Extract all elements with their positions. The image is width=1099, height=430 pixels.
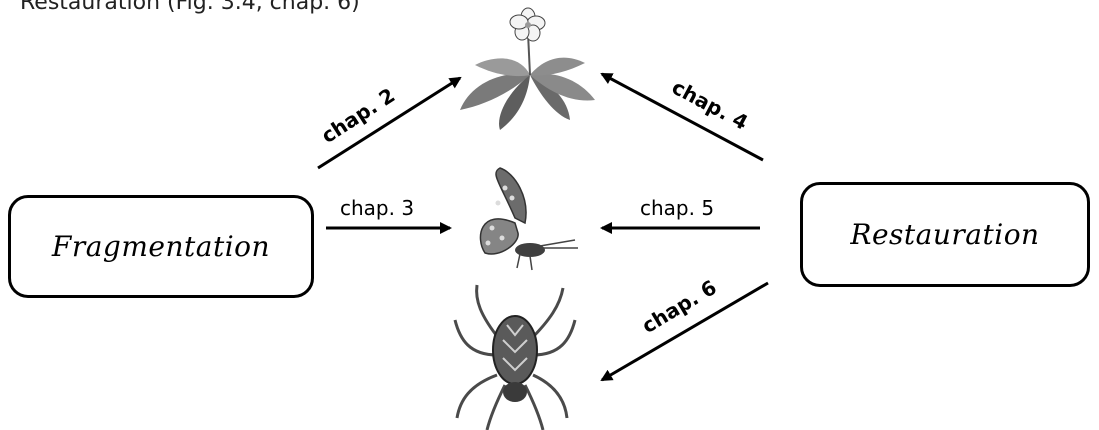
spider-icon [455,285,575,430]
plant-icon [460,8,595,130]
butterfly-icon [480,168,578,270]
node-restauration: Restauration [800,182,1090,287]
node-restauration-label: Restauration [850,218,1039,251]
edge-label-chap3: chap. 3 [340,196,414,220]
edge-label-chap5: chap. 5 [640,196,714,220]
node-fragmentation-label: Fragmentation [52,230,270,263]
node-fragmentation: Fragmentation [8,195,314,298]
